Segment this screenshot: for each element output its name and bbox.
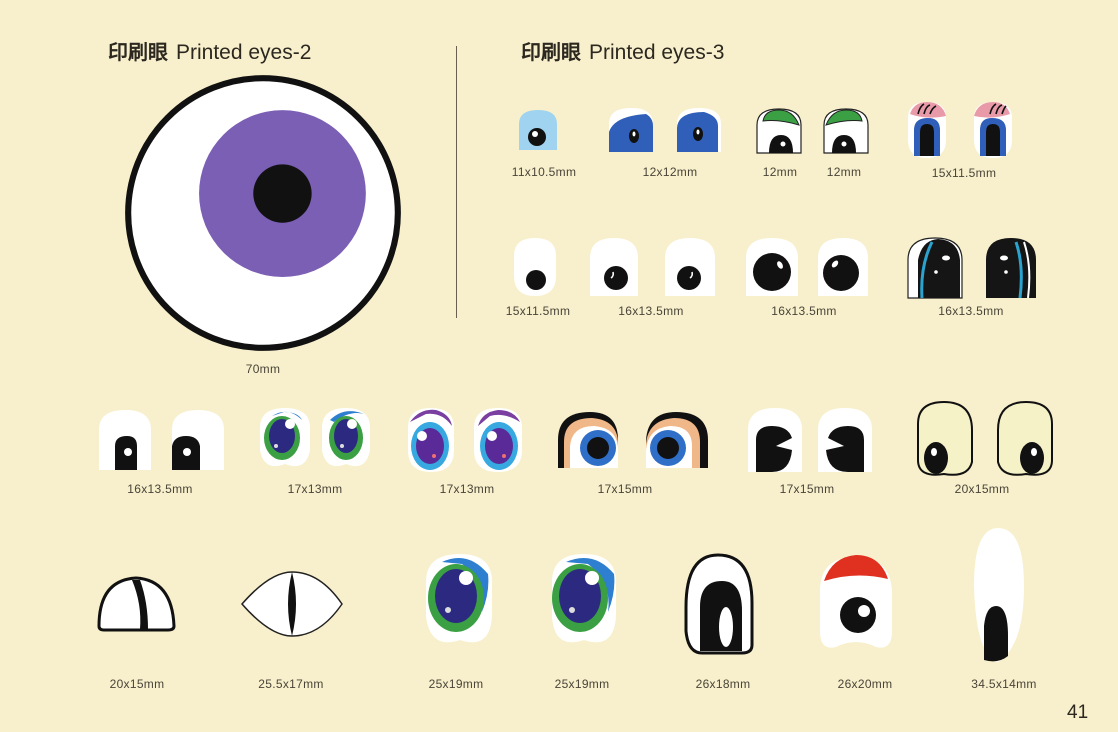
size-label: 17x15mm — [779, 482, 835, 496]
eye-white-black-pupil-image — [170, 408, 226, 472]
size-label: 12mm — [826, 165, 862, 179]
eye-white-pupil-image — [588, 236, 640, 298]
eye-cream-googly-image — [994, 400, 1058, 480]
size-label: 70mm — [245, 362, 281, 376]
eye-large-pupil-image — [744, 236, 800, 298]
eye-green-anime-large-image — [548, 552, 620, 652]
eye-orange-blue-image — [642, 410, 710, 470]
section-title-printed-eyes-3: 印刷眼 Printed eyes-3 — [521, 36, 724, 65]
size-label: 25x19mm — [554, 677, 610, 691]
eye-70mm-image — [124, 74, 402, 352]
eye-half-dome-image — [96, 574, 178, 632]
size-label: 11x10.5mm — [511, 165, 577, 179]
eye-white-pupil-image — [663, 236, 717, 298]
eye-anime-black-image — [906, 236, 964, 300]
eye-white-small-pupil-image — [512, 236, 558, 298]
eye-red-lid-image — [816, 551, 896, 655]
size-label: 17x15mm — [597, 482, 653, 496]
eye-purple-anime-image — [472, 406, 524, 474]
eye-anime-black-image — [984, 236, 1038, 300]
eye-pink-lash-image — [906, 100, 948, 160]
size-label: 25x19mm — [428, 677, 484, 691]
eye-orange-blue-image — [556, 410, 620, 470]
size-label: 16x13.5mm — [771, 304, 837, 318]
size-label: 15x11.5mm — [505, 304, 571, 318]
eye-black-outline-oval-image — [682, 551, 756, 657]
size-label: 16x13.5mm — [127, 482, 193, 496]
eye-large-pupil-image — [816, 236, 870, 298]
eye-white-black-pupil-image — [97, 408, 153, 472]
eye-pacman-pupil-image — [746, 406, 804, 474]
eye-green-lid-image — [755, 107, 803, 155]
size-label: 15x11.5mm — [931, 166, 997, 180]
page-number: 41 — [1067, 702, 1089, 723]
eye-green-anime-large-image — [422, 552, 496, 652]
size-label: 12mm — [762, 165, 798, 179]
size-label: 25.5x17mm — [258, 677, 324, 691]
size-label: 20x15mm — [109, 677, 165, 691]
title-en: Printed eyes-3 — [589, 41, 725, 64]
title-en: Printed eyes-2 — [176, 41, 312, 64]
eye-pacman-pupil-image — [816, 406, 874, 474]
section-divider — [456, 46, 457, 318]
eye-blue-image — [674, 106, 724, 154]
section-title-printed-eyes-2: 印刷眼 Printed eyes-2 — [108, 36, 311, 65]
size-label: 12x12mm — [642, 165, 698, 179]
eye-blue-image — [606, 106, 656, 154]
eye-cream-googly-image — [912, 400, 976, 480]
eye-purple-anime-image — [406, 406, 456, 474]
title-zh: 印刷眼 — [108, 40, 168, 64]
size-label: 26x20mm — [837, 677, 893, 691]
size-label: 26x18mm — [695, 677, 751, 691]
eye-green-anime-image — [258, 406, 312, 472]
eye-light-blue-image — [516, 108, 560, 152]
eye-green-anime-image — [320, 406, 372, 472]
size-label: 16x13.5mm — [938, 304, 1004, 318]
size-label: 17x13mm — [287, 482, 343, 496]
size-label: 34.5x14mm — [971, 677, 1037, 691]
size-label: 20x15mm — [954, 482, 1010, 496]
size-label: 17x13mm — [439, 482, 495, 496]
eye-tall-white-image — [968, 526, 1028, 666]
size-label: 16x13.5mm — [618, 304, 684, 318]
eye-green-lid-image — [822, 107, 870, 155]
eye-cat-slit-image — [240, 570, 344, 638]
title-zh: 印刷眼 — [521, 40, 581, 64]
eye-pink-lash-image — [972, 100, 1014, 160]
